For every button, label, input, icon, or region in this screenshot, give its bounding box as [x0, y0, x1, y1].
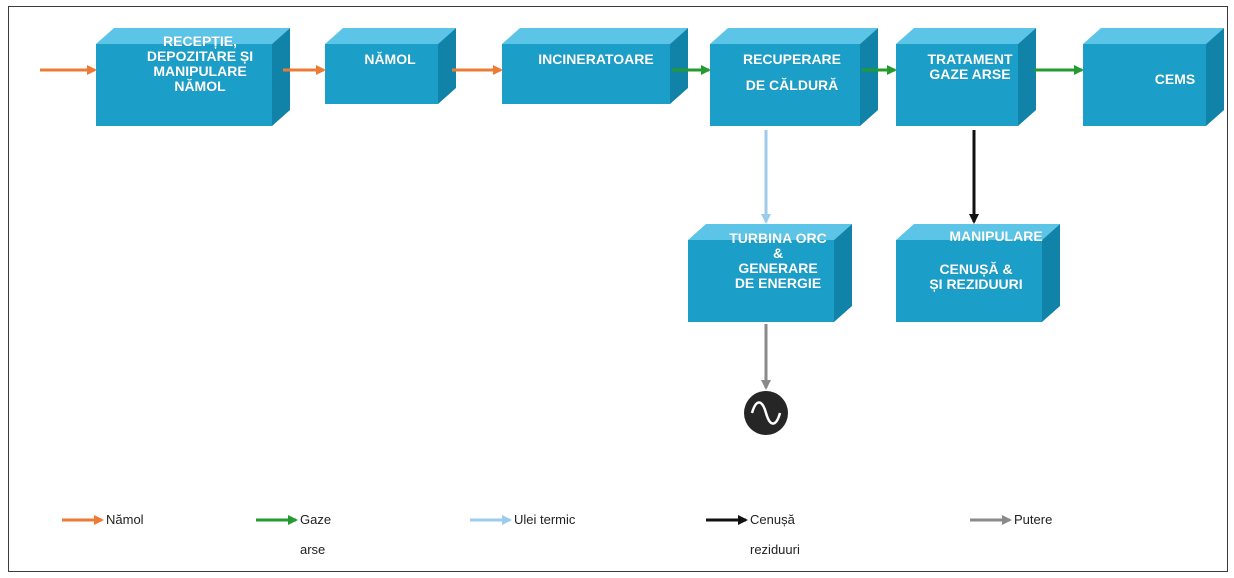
box-turbina [688, 224, 852, 322]
label-manipulare-title: MANIPULARE [949, 228, 1043, 244]
label-tratament: TRATAMENT GAZE ARSE [927, 51, 1013, 82]
label-receptie: RECEPȚIE, DEPOZITARE ȘI MANIPULARE NĂMOL [146, 33, 254, 94]
box-manipulare [896, 224, 1060, 322]
legend-cenusa-label-line2: reziduuri [750, 542, 800, 557]
legend-putere-label: Putere [1014, 512, 1053, 527]
label-incineratoare: INCINERATOARE [538, 51, 654, 67]
legend-gaze-label-line2: arse [300, 542, 326, 557]
legend-ulei-label: Ulei termic [514, 512, 576, 527]
legend-gaze-label: Gaze [300, 512, 332, 527]
box-incineratoare [502, 28, 688, 104]
box-namol [325, 28, 456, 104]
box-cems [1083, 28, 1224, 126]
box-tratament [896, 28, 1036, 126]
label-cems: CEMS [1154, 71, 1196, 87]
label-manipulare-body: CENUȘĂ & ȘI REZIDUURI [929, 261, 1023, 292]
legend-cenusa-label: Cenușă [750, 512, 795, 527]
legend-namol-label: Nămol [106, 512, 144, 527]
box-recuperare [710, 28, 878, 126]
ac-generator-icon [744, 391, 788, 435]
label-turbina: TURBINA ORC & GENERARE DE ENERGIE [729, 230, 827, 291]
label-namol: NĂMOL [364, 51, 416, 67]
diagram-frame [8, 6, 1228, 572]
label-recuperare: RECUPERARE DE CĂLDURĂ [742, 51, 841, 93]
box-receptie [96, 28, 290, 126]
